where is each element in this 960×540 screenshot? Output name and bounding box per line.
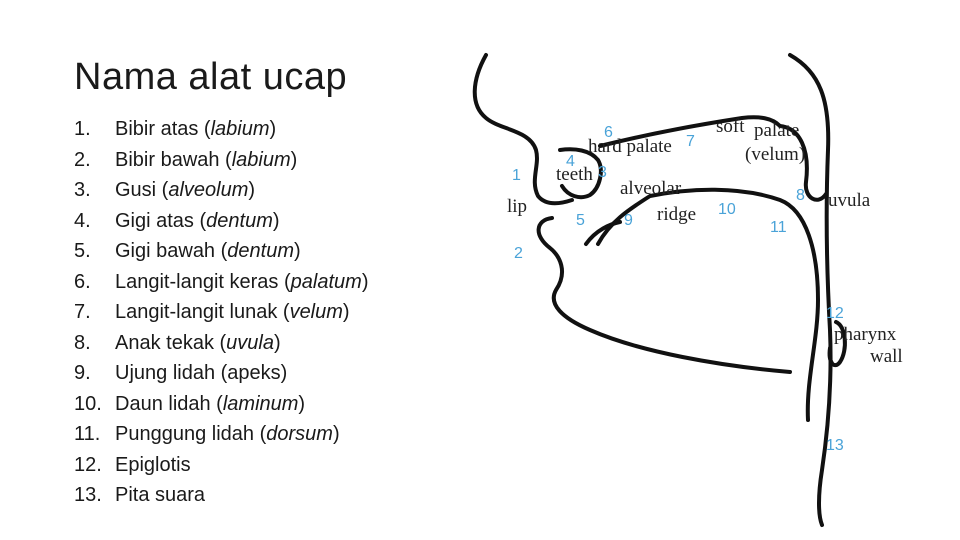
item-text-end: )	[269, 118, 277, 140]
item-term: dentum	[206, 209, 273, 232]
face-outline	[472, 53, 574, 206]
item-number: 1.	[74, 118, 91, 140]
epiglottis-line	[827, 320, 847, 368]
list-item: 13. Pita suara	[74, 480, 368, 511]
item-term: palatum	[290, 270, 362, 293]
item-term: alveolum	[168, 179, 249, 201]
label-palate: palate	[754, 120, 799, 141]
item-number: 13.	[74, 484, 102, 506]
hard-palate-line	[598, 115, 782, 148]
item-text-end: )	[298, 392, 306, 415]
label-pharynx: pharynx	[834, 324, 897, 345]
label-lip: lip	[507, 196, 527, 217]
number-1: 1	[512, 167, 521, 184]
lower-teeth	[584, 220, 622, 246]
number-9: 9	[624, 212, 633, 229]
number-10: 10	[718, 201, 736, 218]
item-number: 6.	[74, 270, 91, 293]
item-text-end: )	[272, 209, 280, 232]
list-item: 2. Bibir bawah (labium)	[74, 145, 368, 176]
label-hard-palate: hard palate	[588, 136, 672, 157]
item-text: Gigi atas (	[115, 209, 207, 232]
item-text: Anak tekak (	[115, 331, 227, 354]
label-wall: wall	[870, 346, 903, 367]
number-6: 6	[604, 124, 613, 141]
item-number: 4.	[74, 209, 91, 232]
back-outline	[788, 53, 833, 527]
number-12: 12	[826, 305, 844, 322]
label-teeth: teeth	[556, 164, 593, 185]
item-text: Langit-langit lunak (	[115, 301, 290, 323]
item-term: velum	[289, 301, 343, 323]
label-uvula: uvula	[828, 190, 871, 211]
number-2: 2	[514, 245, 523, 262]
item-text-end: )	[248, 179, 256, 201]
item-number: 5.	[74, 240, 91, 262]
item-text: Gusi (	[115, 179, 169, 201]
chin-outline	[536, 216, 792, 374]
list-item: 5. Gigi bawah (dentum)	[74, 236, 368, 267]
number-4: 4	[566, 153, 575, 170]
item-text: Punggung lidah (	[115, 423, 267, 445]
item-term: uvula	[226, 331, 274, 354]
item-number: 2.	[74, 148, 91, 171]
list-item: 10. Daun lidah (laminum)	[74, 389, 368, 420]
list-item: 4. Gigi atas (dentum)	[74, 206, 368, 237]
item-term: dorsum	[266, 423, 333, 445]
velum-uvula-line	[778, 124, 828, 202]
item-term: laminum	[222, 392, 299, 415]
label-alveolar: alveolar	[620, 178, 682, 199]
number-13: 13	[826, 437, 844, 454]
item-text-end: )	[342, 301, 350, 323]
item-number: 11.	[74, 423, 101, 445]
label-soft: soft	[716, 116, 745, 137]
list-item: 12. Epiglotis	[74, 450, 368, 481]
item-text: Pita suara	[115, 484, 206, 506]
articulator-list: 1.Bibir atas (labium) 2.Bibir bawah (lab…	[74, 114, 368, 511]
number-8: 8	[796, 187, 805, 204]
number-3: 3	[598, 164, 607, 181]
list-item: 6. Langit-langit keras (palatum)	[74, 267, 368, 298]
item-text: Daun lidah (	[115, 392, 223, 415]
label-velum: (velum)	[745, 144, 805, 165]
item-text-end: )	[361, 270, 369, 293]
number-5: 5	[576, 212, 585, 229]
item-text: Bibir atas (	[115, 118, 211, 140]
tongue-outline	[596, 187, 820, 422]
item-term: labium	[210, 118, 270, 140]
number-11: 11	[770, 219, 787, 236]
item-text: Gigi bawah (	[115, 240, 228, 262]
item-number: 9.	[74, 362, 91, 384]
upper-teeth	[558, 147, 603, 200]
item-number: 7.	[74, 301, 91, 323]
item-number: 10.	[74, 392, 102, 415]
list-item: 8. Anak tekak (uvula)	[74, 328, 368, 359]
item-number: 3.	[74, 179, 91, 201]
item-text: Ujung lidah (apeks)	[115, 362, 288, 384]
item-text-end: )	[290, 148, 298, 171]
item-text: Epiglotis	[115, 453, 191, 476]
item-term: dentum	[227, 240, 294, 262]
list-item: 1. Bibir atas (labium)	[74, 114, 368, 145]
item-text-end: )	[273, 331, 281, 354]
item-text-end: )	[332, 423, 340, 445]
label-ridge: ridge	[657, 204, 696, 225]
list-item: 11. Punggung lidah (dorsum)	[74, 419, 368, 450]
item-text: Bibir bawah (	[115, 148, 232, 171]
item-number: 8.	[74, 331, 91, 354]
number-7: 7	[686, 133, 695, 150]
item-text-end: )	[294, 240, 301, 262]
item-text: Langit-langit keras (	[115, 270, 291, 293]
slide-title: Nama alat ucap	[74, 56, 348, 98]
item-number: 12.	[74, 453, 102, 476]
list-item: 3. Gusi (alveolum)	[74, 175, 368, 206]
list-item: 7. Langit-langit lunak (velum)	[74, 297, 368, 328]
item-term: labium	[231, 148, 291, 171]
list-item: 9. Ujung lidah (apeks)	[74, 358, 368, 389]
